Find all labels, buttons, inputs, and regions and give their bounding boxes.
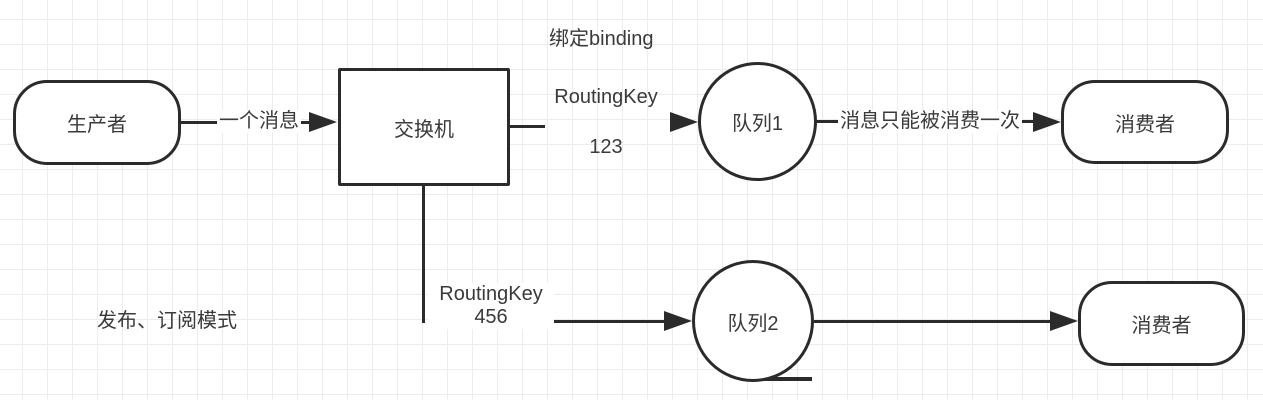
queue2-node: 队列2 bbox=[692, 260, 814, 382]
routingkey2-text: RoutingKey bbox=[439, 283, 543, 305]
arrowhead-icon bbox=[309, 112, 337, 132]
binding-annotation: 绑定binding bbox=[549, 28, 654, 50]
consumer2-label: 消费者 bbox=[1131, 315, 1192, 337]
routingkey1-text: RoutingKey bbox=[554, 86, 658, 108]
queue1-node: 队列1 bbox=[698, 62, 817, 181]
queue2-underline bbox=[747, 377, 812, 381]
queue1-label: 队列1 bbox=[731, 113, 784, 135]
arrowhead-icon bbox=[670, 112, 698, 132]
queue2-to-consumer2-line bbox=[814, 320, 1054, 323]
producer-label: 生产者 bbox=[67, 114, 127, 136]
arrowhead-icon bbox=[1033, 112, 1061, 132]
arrowhead-icon bbox=[664, 311, 692, 331]
routingkey2-value: 456 bbox=[474, 306, 508, 328]
routingkey1-value: 123 bbox=[589, 136, 623, 158]
arrowhead-icon bbox=[1050, 311, 1078, 331]
exchange-to-queue1-line bbox=[510, 125, 545, 128]
exchange-to-queue2-line-horizontal bbox=[552, 320, 666, 323]
pubsub-mode-annotation: 发布、订阅模式 bbox=[97, 310, 237, 332]
consumer2-node: 消费者 bbox=[1078, 281, 1245, 366]
consumer1-label: 消费者 bbox=[1115, 113, 1175, 136]
consumer1-node: 消费者 bbox=[1061, 80, 1229, 164]
exchange-node: 交换机 bbox=[338, 68, 510, 186]
exchange-to-queue1-label: RoutingKey 123 bbox=[542, 86, 670, 159]
exchange-to-queue2-line-vertical bbox=[422, 186, 425, 323]
producer-node: 生产者 bbox=[13, 80, 181, 165]
queue2-label: 队列2 bbox=[727, 312, 779, 335]
queue1-to-consumer1-label: 消息只能被消费一次 bbox=[838, 110, 1022, 133]
exchange-to-queue2-label: RoutingKey 456 bbox=[428, 283, 554, 329]
exchange-label: 交换机 bbox=[394, 118, 454, 141]
producer-to-exchange-label: 一个消息 bbox=[217, 110, 301, 133]
